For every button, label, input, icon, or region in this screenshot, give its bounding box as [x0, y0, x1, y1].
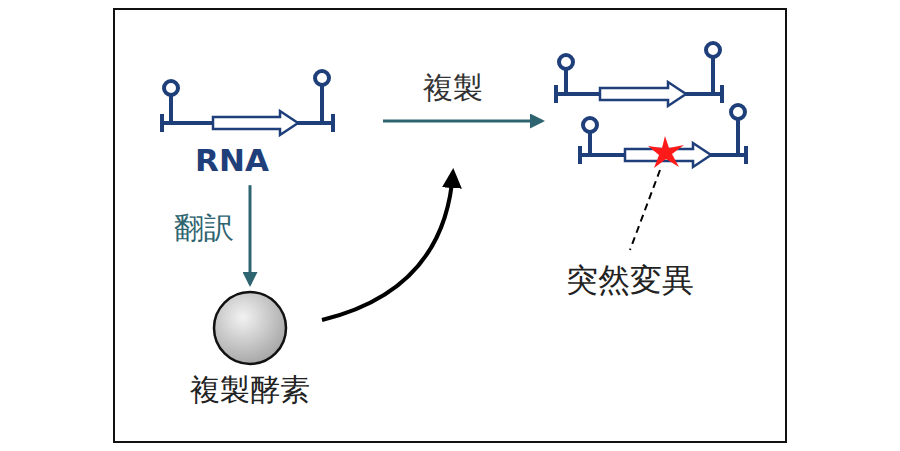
enzyme-shape — [210, 288, 290, 368]
rna-label-box: RNA — [182, 142, 282, 179]
translation-arrow — [249, 185, 252, 284]
callout-label: 突然変異 — [566, 259, 694, 303]
process-label: 複製 — [423, 68, 483, 109]
node-text: 複製酵素 — [155, 372, 345, 408]
edge-label: 翻訳 — [174, 208, 234, 249]
rna-molecule — [162, 71, 333, 135]
frame — [114, 9, 786, 442]
rna-mutant — [580, 105, 746, 167]
rna-copy — [556, 43, 722, 106]
enzyme-circle: 複製酵素 — [155, 288, 345, 408]
node-text: RNA — [182, 142, 282, 179]
action-arrow — [322, 172, 453, 320]
mutation-star — [648, 136, 684, 168]
replication-arrow — [383, 120, 542, 123]
leader-line — [630, 170, 660, 250]
